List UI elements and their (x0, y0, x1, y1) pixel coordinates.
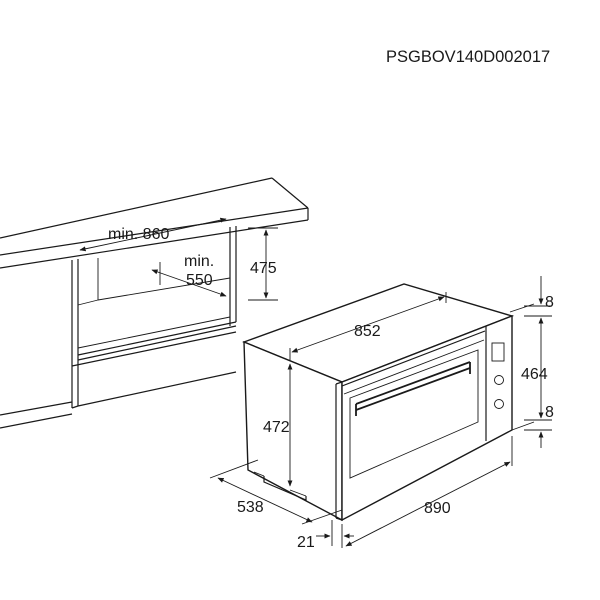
front-height-label: 464 (521, 366, 548, 383)
knob-icon (494, 399, 504, 409)
niche-width-label: min. 860 (108, 226, 169, 243)
niche-depth-label-line1: min. (184, 253, 214, 270)
door-offset-label: 21 (297, 534, 315, 551)
oven-width-dimension-line (291, 296, 445, 353)
niche-depth-dimension-line (151, 269, 227, 297)
document-code: PSGBOV140D002017 (386, 48, 550, 66)
oven-depth-dimension-line (217, 477, 313, 523)
niche-width-dimension-line (79, 217, 227, 252)
niche-height-label: 475 (250, 260, 277, 277)
gap-bottom-label: 8 (545, 404, 554, 421)
knob-icon (494, 375, 504, 385)
oven-body (242, 283, 535, 522)
oven-height-label: 472 (263, 419, 290, 436)
gap-top-label: 8 (545, 294, 554, 311)
oven-depth-label: 538 (237, 499, 264, 516)
oven-front-width-label: 890 (424, 500, 451, 517)
oven-width-label: 852 (354, 323, 381, 340)
oven-front-width-dimension-line (345, 461, 511, 547)
niche-depth-label-line2: 550 (186, 272, 213, 289)
